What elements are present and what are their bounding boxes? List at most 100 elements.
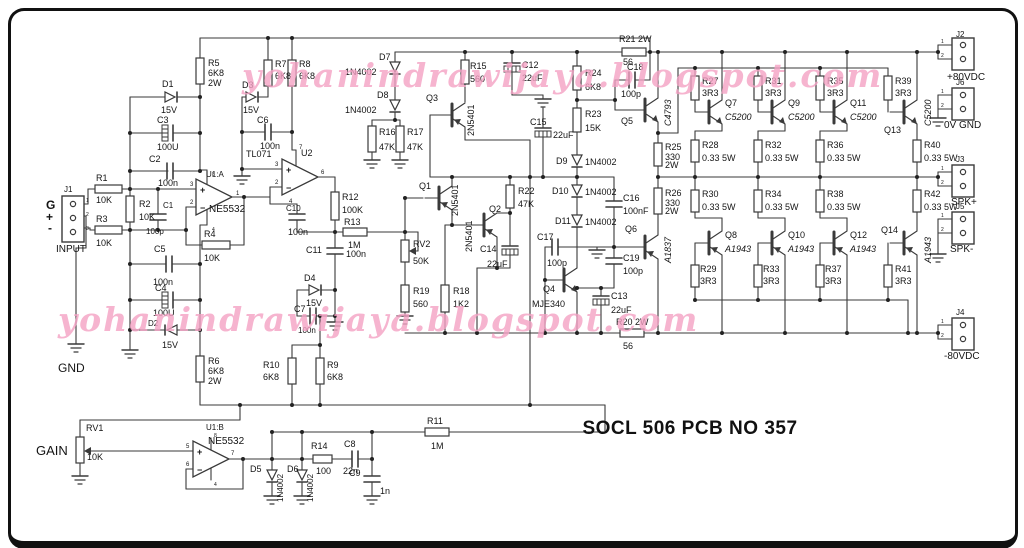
label-100p: 100p xyxy=(547,258,567,268)
resistor-R10 xyxy=(287,357,297,385)
transistor-Q10 xyxy=(772,230,786,240)
resistor-R18 xyxy=(440,284,450,313)
label-R24: R24 xyxy=(585,68,602,78)
label-3R3: 3R3 xyxy=(763,276,780,286)
label-3R3: 3R3 xyxy=(765,88,782,98)
junction-dot xyxy=(198,328,202,332)
label-R36: R36 xyxy=(827,140,844,150)
label-0.33-5W: 0.33 5W xyxy=(702,202,736,212)
resistor-R4 xyxy=(201,240,231,250)
label-A1943: A1943 xyxy=(923,237,933,264)
label-R11: R11 xyxy=(427,416,443,426)
label-SPK-: SPK- xyxy=(950,244,973,255)
label-4: 4 xyxy=(289,199,293,205)
label-1n: 1n xyxy=(380,486,390,496)
junction-dot xyxy=(270,430,274,434)
label-0.33-5W: 0.33 5W xyxy=(827,202,861,212)
junction-dot xyxy=(756,298,760,302)
transistor-Q6 xyxy=(645,234,659,244)
resistor-R16 xyxy=(367,125,377,153)
label-R6: R6 xyxy=(208,356,220,366)
label-8: 8 xyxy=(212,172,215,178)
junction-dot xyxy=(370,430,374,434)
label-R2: R2 xyxy=(139,199,151,209)
potentiometer-RV1-wiper xyxy=(84,447,91,455)
junction-dot xyxy=(528,403,532,407)
resistor-R35 xyxy=(815,75,825,101)
label-Q12: Q12 xyxy=(850,230,867,240)
transistor-Q12 xyxy=(834,230,848,240)
transistor-Q13 xyxy=(904,99,918,109)
label-R3: R3 xyxy=(96,214,108,224)
resistor-R5 xyxy=(195,57,205,85)
label-1N4002: 1N4002 xyxy=(306,473,315,502)
junction-dot xyxy=(198,95,202,99)
label-R15: R15 xyxy=(470,61,487,71)
connector-J2-pin-number: 2 xyxy=(941,53,944,59)
label-Q11: Q11 xyxy=(850,98,866,108)
junction-dot xyxy=(370,457,374,461)
label-6K8: 6K8 xyxy=(208,366,224,376)
junction-dot xyxy=(333,314,337,318)
transistor-Q3-arrow xyxy=(454,119,461,125)
label-6K8: 6K8 xyxy=(327,372,343,382)
junction-dot xyxy=(128,187,132,191)
label-A1837: A1837 xyxy=(663,236,673,264)
label-1N4002: 1N4002 xyxy=(345,105,377,115)
junction-dot xyxy=(886,298,890,302)
resistor-R12 xyxy=(330,191,340,221)
resistor-R26 xyxy=(653,187,663,215)
label-0.33-5W: 0.33 5W xyxy=(765,153,799,163)
resistor-R33 xyxy=(753,264,763,288)
junction-dot xyxy=(575,175,579,179)
junction-dot xyxy=(656,175,660,179)
transistor-Q14-arrow xyxy=(906,247,913,253)
resistor-R19 xyxy=(400,284,410,313)
label-0.33-5W: 0.33 5W xyxy=(924,153,958,163)
junction-dot xyxy=(128,298,132,302)
label-R21-2W: R21 2W xyxy=(619,34,652,44)
diode-D1 xyxy=(164,91,177,103)
connector-J5 xyxy=(951,211,975,245)
resistor-R30 xyxy=(690,189,700,213)
junction-dot xyxy=(720,331,724,335)
label-2W: 2W xyxy=(665,206,679,216)
transistor-Q1 xyxy=(439,185,453,195)
label-3R3: 3R3 xyxy=(825,276,842,286)
resistor-R42 xyxy=(912,189,922,213)
label-3R3: 3R3 xyxy=(700,276,717,286)
connector-J3-pin-number: 2 xyxy=(941,180,944,186)
label-R8: R8 xyxy=(299,59,311,69)
resistor-R29 xyxy=(690,264,700,288)
label-R28: R28 xyxy=(702,140,719,150)
label-0.33-5W: 0.33 5W xyxy=(827,153,861,163)
label-Q13: Q13 xyxy=(884,125,901,135)
junction-dot xyxy=(290,36,294,40)
label-D3: D3 xyxy=(242,80,254,90)
transistor-Q9-arrow xyxy=(779,117,785,124)
label-SPK+: SPK+ xyxy=(951,197,977,208)
label-C6: C6 xyxy=(257,115,269,125)
resistor-R36 xyxy=(815,139,825,163)
label-2W: 2W xyxy=(208,78,222,88)
resistor-R40 xyxy=(912,139,922,163)
label-R5: R5 xyxy=(208,58,220,68)
label-22uF: 22uF xyxy=(487,259,508,269)
label-C5200: C5200 xyxy=(788,112,815,122)
resistor-R41 xyxy=(883,264,893,288)
label-J4: J4 xyxy=(956,308,965,317)
label-Q5: Q5 xyxy=(621,116,633,126)
resistor-R25 xyxy=(653,142,663,167)
label-R37: R37 xyxy=(825,264,842,274)
resistor-R6 xyxy=(195,355,205,383)
junction-dot xyxy=(575,331,579,335)
junction-dot xyxy=(333,230,337,234)
label-15V: 15V xyxy=(162,340,178,350)
junction-dot xyxy=(575,286,579,290)
connector-J5-pin xyxy=(959,229,967,237)
diode-D2 xyxy=(165,324,178,336)
resistor-R28 xyxy=(690,139,700,163)
junction-dot xyxy=(508,211,512,215)
label-C9: C9 xyxy=(349,468,361,478)
label-100n: 100n xyxy=(158,178,178,188)
